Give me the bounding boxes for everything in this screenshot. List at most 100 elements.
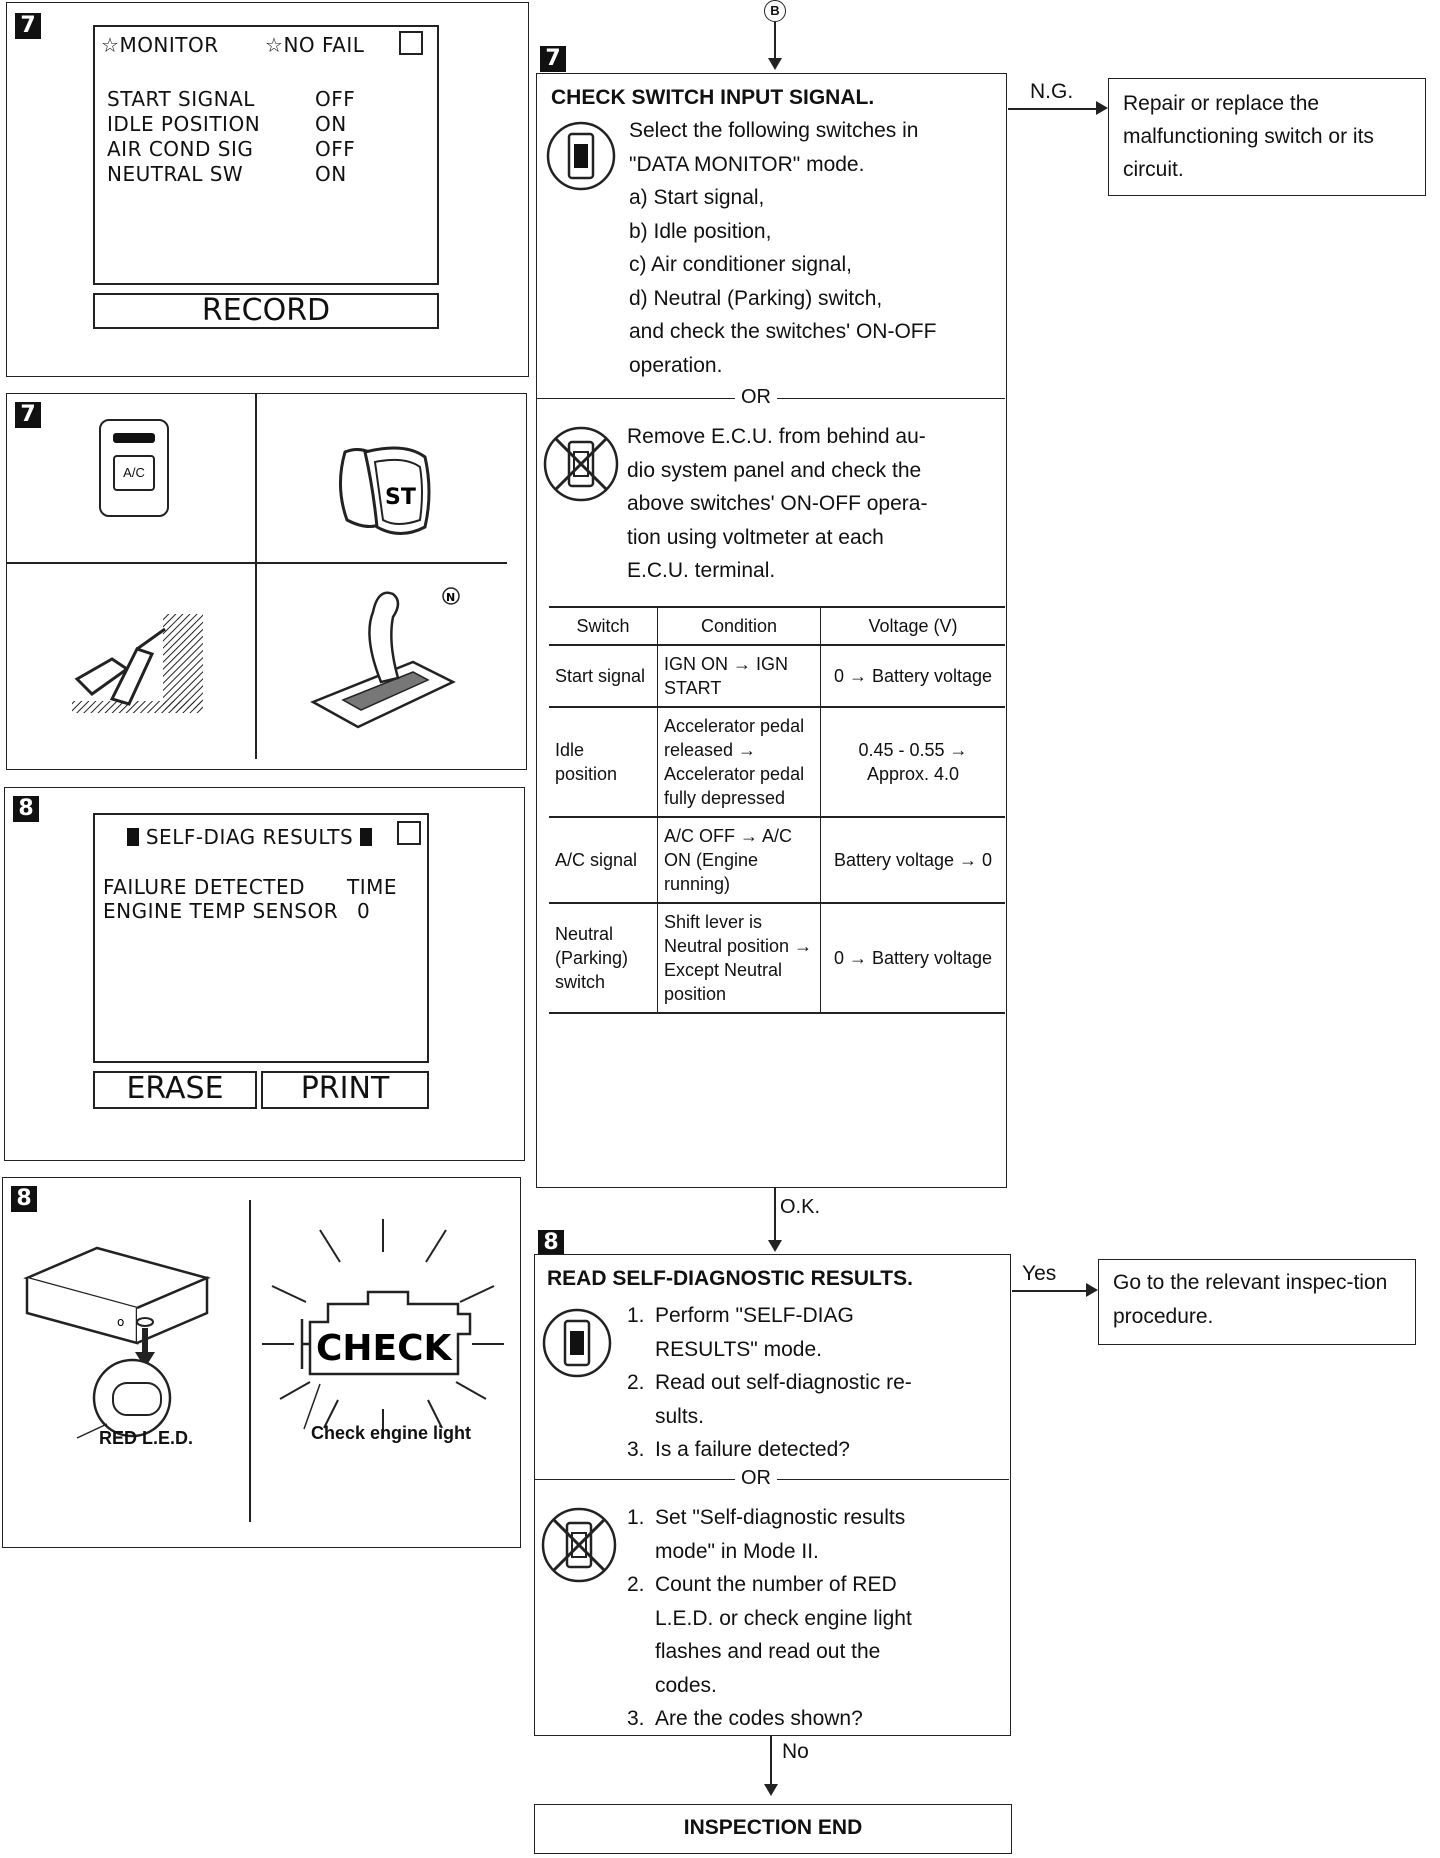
n-label: N xyxy=(446,591,455,604)
numbered-item: 1. Set "Self-diagnostic results mode" in … xyxy=(627,1501,997,1568)
switch-icons-panel: 7 A/C ST N xyxy=(6,393,527,770)
ok-connector xyxy=(774,1188,776,1240)
switch-voltage-table: Switch Condition Voltage (V) Start signa… xyxy=(549,606,1005,1014)
step-number-badge: 8 xyxy=(538,1230,564,1256)
erase-button[interactable]: ERASE xyxy=(93,1071,257,1109)
or-label: OR xyxy=(735,1467,777,1490)
nofail-label: NO FAIL xyxy=(283,33,365,57)
check-switch-alt-lines: Remove E.C.U. from behind au-dio system … xyxy=(627,420,997,588)
check-switch-box: CHECK SWITCH INPUT SIGNAL. Select the fo… xyxy=(536,73,1007,1188)
monitor-row: START SIGNAL OFF xyxy=(107,87,407,112)
table-header: Switch xyxy=(549,606,658,646)
star-icon: ☆ xyxy=(101,33,120,57)
connector-line xyxy=(774,22,776,60)
monitor-row: AIR COND SIG OFF xyxy=(107,137,407,162)
instruction-line: b) Idle position, xyxy=(629,219,772,243)
arrow xyxy=(764,1784,778,1796)
step-number-badge: 8 xyxy=(11,1186,37,1212)
table-cell-switch: Neutral (Parking) switch xyxy=(549,903,658,1014)
monitor-row-value: OFF xyxy=(315,87,356,111)
read-diag-alt-items: 1. Set "Self-diagnostic results mode" in … xyxy=(627,1501,997,1736)
monitor-label: MONITOR xyxy=(119,33,219,57)
numbered-item: 3. Is a failure detected? xyxy=(627,1433,997,1467)
instruction-line: operation. xyxy=(629,353,723,377)
item-text: Set "Self-diagnostic results mode" in Mo… xyxy=(655,1506,906,1563)
selfdiag-col1: FAILURE DETECTED xyxy=(103,875,306,899)
connector-b: B xyxy=(764,0,786,22)
table-cell-condition: IGN ON → IGN START xyxy=(657,645,821,708)
item-number: 1. xyxy=(627,1304,645,1327)
or-label: OR xyxy=(735,386,777,409)
monitor-row-name: AIR COND SIG xyxy=(107,137,254,161)
item-number: 3. xyxy=(627,1707,645,1730)
item-number: 3. xyxy=(627,1438,645,1461)
instruction-line: E.C.U. terminal. xyxy=(627,559,776,582)
star-icon: ☆ xyxy=(265,33,284,57)
yes-connector xyxy=(1012,1290,1090,1292)
consult-tool-icon xyxy=(546,121,616,191)
divider xyxy=(7,562,507,564)
item-number: 1. xyxy=(627,1506,645,1529)
instruction-line: Remove E.C.U. from behind au- xyxy=(627,425,926,448)
instruction-line: above switches' ON-OFF opera- xyxy=(627,492,928,515)
instruction-line: dio system panel and check the xyxy=(627,458,922,482)
selfdiag-screen: SELF-DIAG RESULTS FAILURE DETECTED TIME … xyxy=(93,813,429,1063)
no-connector xyxy=(770,1736,772,1786)
monitor-row-name: START SIGNAL xyxy=(107,87,255,111)
item-text: Is a failure detected? xyxy=(655,1438,850,1461)
item-text: Read out self-diagnostic re-sults. xyxy=(655,1371,912,1428)
instruction-line: tion using voltmeter at each xyxy=(627,525,884,549)
selfdiag-row-value: 0 xyxy=(357,899,371,923)
yes-label: Yes xyxy=(1022,1262,1057,1285)
selfdiag-col2: TIME xyxy=(347,875,398,899)
selfdiag-title-row: SELF-DIAG RESULTS xyxy=(127,825,373,849)
monitor-row-value: ON xyxy=(315,112,347,136)
inspection-end-text: INSPECTION END xyxy=(683,1816,863,1839)
step-number-badge: 8 xyxy=(13,796,39,822)
record-button[interactable]: RECORD xyxy=(93,293,439,329)
led-panel: 8 o RED L.E.D. CHECK Check engine light xyxy=(2,1177,521,1548)
arrow xyxy=(768,1240,782,1252)
checkbox-icon[interactable] xyxy=(399,31,423,55)
table-cell-voltage: 0 → Battery voltage xyxy=(820,645,1005,708)
table-cell-condition: A/C OFF → A/C ON (Engine running) xyxy=(657,817,821,904)
ng-action-box: Repair or replace the malfunctioning swi… xyxy=(1108,78,1426,196)
checkbox-icon[interactable] xyxy=(397,821,421,845)
item-text: Count the number of RED L.E.D. or check … xyxy=(655,1573,912,1697)
step-number-badge: 7 xyxy=(15,13,41,39)
print-button[interactable]: PRINT xyxy=(261,1071,429,1109)
monitor-row-value: OFF xyxy=(315,137,356,161)
nofail-title: ☆NO FAIL xyxy=(265,33,364,57)
numbered-item: 3.Are the codes shown? xyxy=(627,1702,997,1736)
no-tool-icon xyxy=(541,1507,617,1583)
check-engine-light-icon: CHECK xyxy=(262,1219,504,1438)
ng-action-text: Repair or replace the malfunctioning swi… xyxy=(1123,92,1374,181)
step-number-badge: 7 xyxy=(15,402,41,428)
check-word: CHECK xyxy=(316,1328,453,1369)
selfdiag-row-name: ENGINE TEMP SENSOR xyxy=(103,899,339,923)
consult-tool-icon xyxy=(542,1308,612,1378)
instruction-line: d) Neutral (Parking) switch, xyxy=(629,286,883,310)
ng-label: N.G. xyxy=(1030,80,1074,103)
read-diag-box: READ SELF-DIAGNOSTIC RESULTS. 1.Perform … xyxy=(534,1254,1011,1736)
monitor-row-name: NEUTRAL SW xyxy=(107,162,244,186)
table-header: Condition xyxy=(657,606,821,646)
selfdiag-panel: 8 SELF-DIAG RESULTS FAILURE DETECTED TIM… xyxy=(4,787,525,1161)
step-number-badge: 7 xyxy=(540,46,566,72)
monitor-row-name: IDLE POSITION xyxy=(107,112,261,136)
divider xyxy=(255,394,257,759)
red-led-label: RED L.E.D. xyxy=(99,1428,194,1448)
yes-action-box: Go to the relevant inspec-tion procedure… xyxy=(1098,1259,1416,1345)
instruction-line: "DATA MONITOR" mode. xyxy=(629,152,865,176)
table-header: Voltage (V) xyxy=(820,606,1005,646)
item-text: Perform "SELF-DIAG RESULTS" mode. xyxy=(655,1304,854,1361)
numbered-item: 1. Perform "SELF-DIAG RESULTS" mode. xyxy=(627,1299,997,1366)
instruction-line: and check the switches' ON-OFF xyxy=(629,320,937,343)
arrow xyxy=(768,58,782,70)
instruction-line: a) Start signal, xyxy=(629,186,765,209)
